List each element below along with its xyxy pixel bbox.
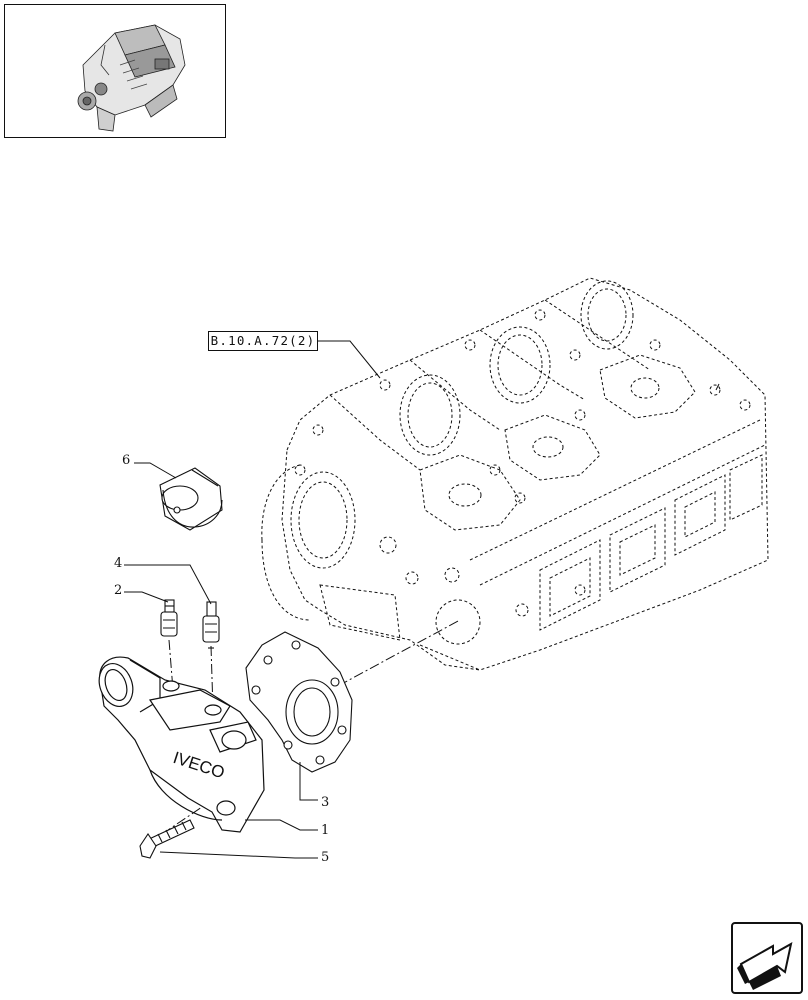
callout-1-leader	[245, 819, 318, 831]
engine-thumbnail-frame	[4, 4, 226, 138]
callout-3-leader	[299, 762, 318, 801]
part-3-gasket	[245, 631, 353, 773]
callout-5-leader	[159, 851, 318, 859]
callout-5[interactable]: 5	[321, 850, 330, 865]
part-2-plug	[160, 599, 178, 637]
callout-2-leader	[124, 591, 169, 603]
callout-1[interactable]: 1	[321, 823, 330, 838]
engine-block-outline	[261, 277, 769, 671]
callout-6[interactable]: 6	[122, 453, 131, 468]
part-1-pump-body: IVECO	[98, 656, 265, 833]
callout-3[interactable]: 3	[321, 795, 330, 810]
callout-6-leader	[134, 462, 177, 479]
next-page-button[interactable]	[731, 922, 803, 994]
reference-link-b10a72[interactable]: B.10.A.72(2)	[208, 331, 318, 351]
reference-leader-line	[318, 340, 381, 379]
callout-4[interactable]: 4	[114, 556, 123, 571]
part-5-bolt	[139, 819, 195, 859]
part-4-sensor	[202, 601, 220, 649]
callout-2[interactable]: 2	[114, 583, 123, 598]
part-6-cup-plug	[159, 467, 223, 531]
engine-thumbnail-icon	[77, 24, 186, 132]
next-page-arrow-icon	[737, 942, 793, 990]
block-tick-mark	[715, 383, 720, 391]
callout-4-leader	[124, 564, 212, 605]
